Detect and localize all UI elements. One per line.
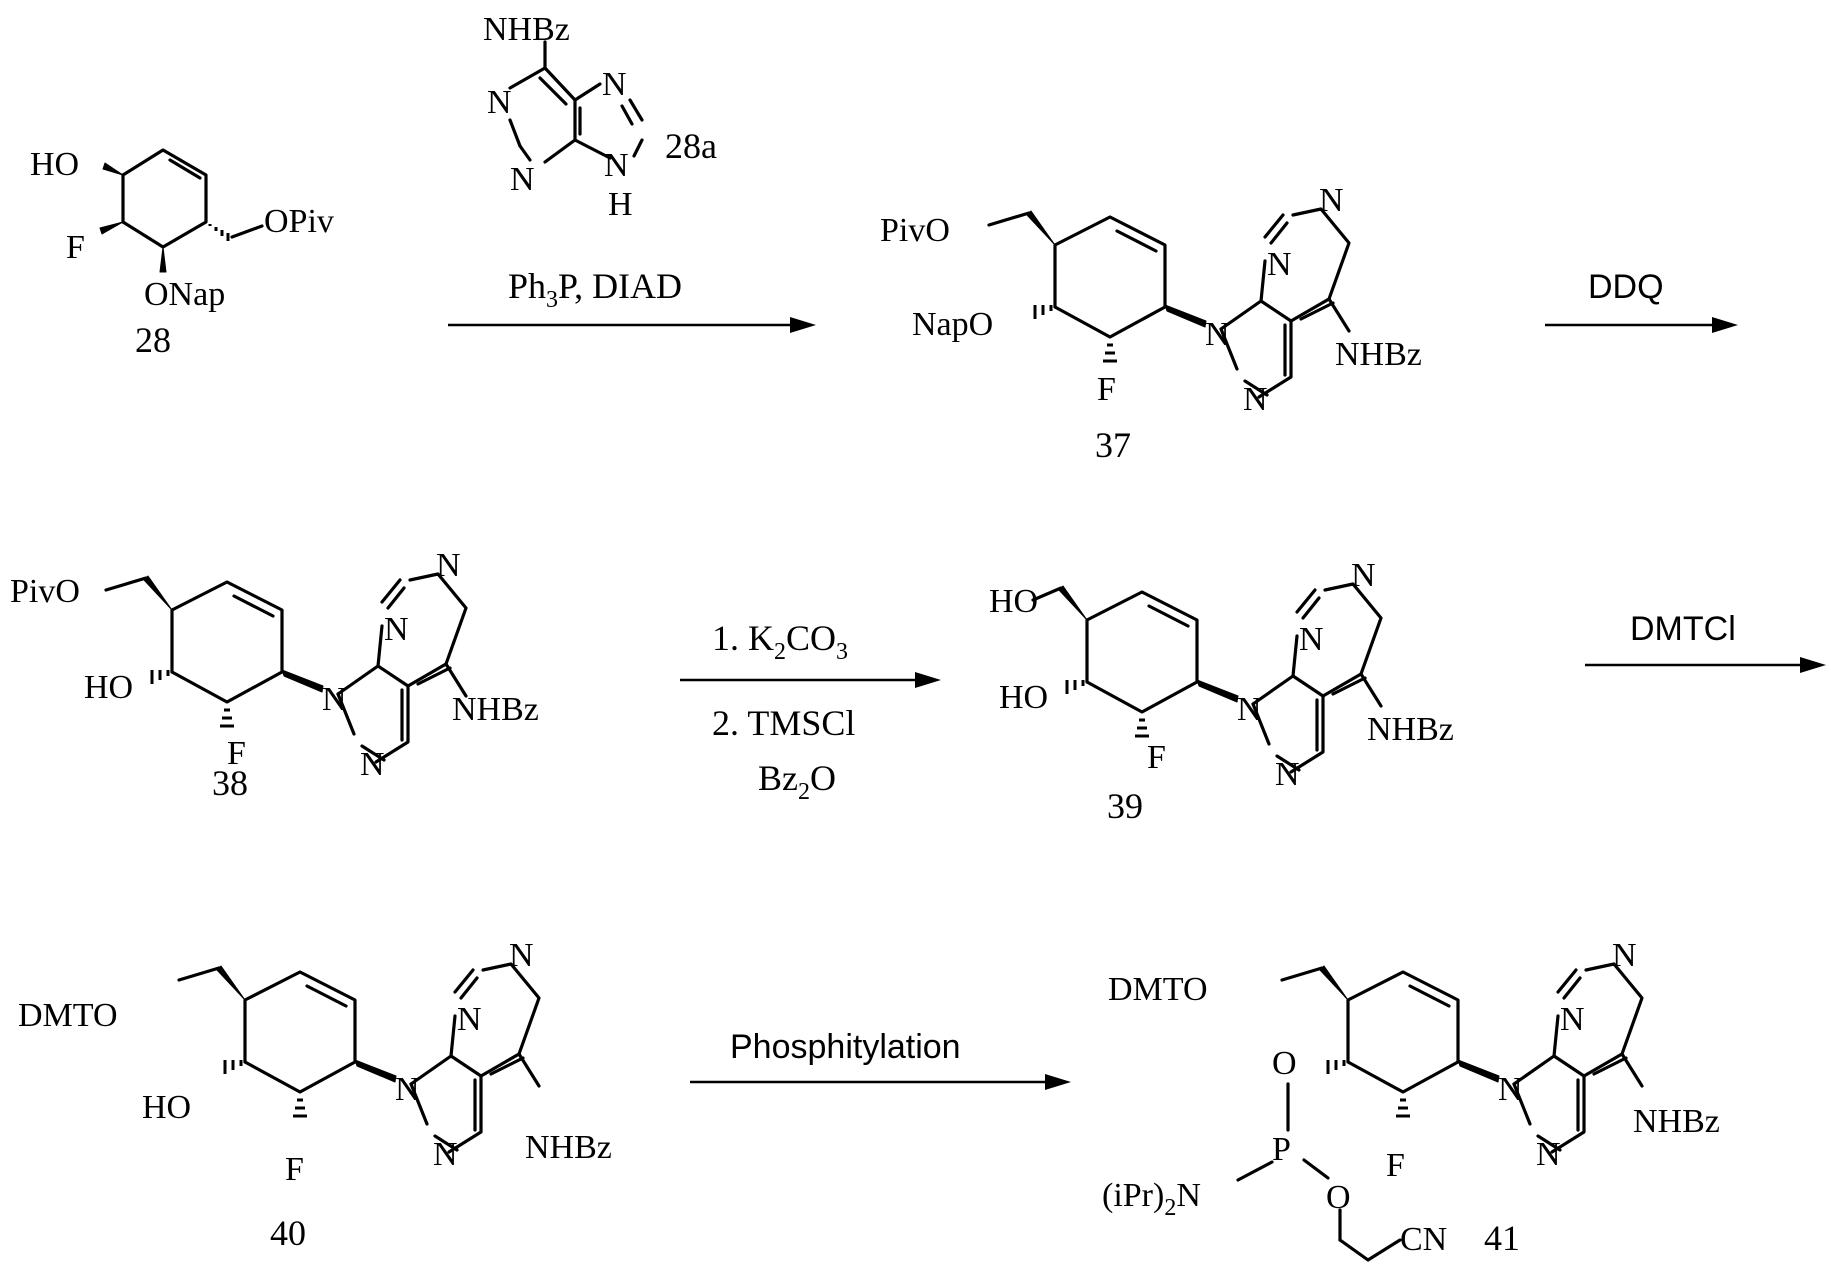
compound-28: HO F ONap OPiv 28 xyxy=(30,146,334,360)
compound-41: DMTO O P O (iPr)2N CN F N N N N NHBz 41 xyxy=(1102,937,1720,1260)
n1-label: N xyxy=(487,84,512,121)
o-label: O xyxy=(1326,1179,1351,1216)
n1-label: N xyxy=(1612,937,1637,974)
n9-label: N xyxy=(1498,1071,1523,1108)
n3-label: N xyxy=(457,1001,482,1038)
reaction-arrow-1: Ph3P, DIAD xyxy=(448,266,816,333)
f-label: F xyxy=(66,229,85,266)
napo-label: NapO xyxy=(912,306,993,343)
n7-label: N xyxy=(1243,381,1268,418)
nhbz-label: NHBz xyxy=(452,691,539,728)
diisopropylamino-label: (iPr)2N xyxy=(1102,1177,1201,1221)
compound-37: PivO NapO F N N N N NHBz 37 xyxy=(880,182,1422,465)
n1-label: N xyxy=(1319,182,1344,219)
nhbz-label: NHBz xyxy=(1633,1103,1720,1140)
compound-28a: NHBz N N N N H 28a xyxy=(483,11,717,223)
ho-hydroxymethyl-label: HO xyxy=(989,583,1038,620)
f-label: F xyxy=(1147,739,1166,776)
p-label: P xyxy=(1272,1131,1291,1168)
nhbz-label: NHBz xyxy=(1367,711,1454,748)
reaction-arrow-5: Phosphitylation xyxy=(690,1028,1071,1090)
dmto-label: DMTO xyxy=(1108,971,1208,1008)
f-label: F xyxy=(1097,371,1116,408)
pivo-label: PivO xyxy=(10,573,80,610)
o-label: O xyxy=(1272,1045,1297,1082)
reagent-k2co3: 1. K2CO3 xyxy=(712,618,848,665)
n1-label: N xyxy=(1351,557,1376,594)
opiv-label: OPiv xyxy=(264,203,334,240)
n3-label: N xyxy=(510,161,535,198)
n7-label: N xyxy=(602,66,627,103)
n7-label: N xyxy=(360,746,385,783)
n3-label: N xyxy=(1560,1001,1585,1038)
reagent-tmscl: 2. TMSCl xyxy=(712,703,855,743)
reaction-arrow-3: 1. K2CO3 2. TMSCl Bz2O xyxy=(680,618,941,805)
dmto-label: DMTO xyxy=(18,997,118,1034)
n1-label: N xyxy=(436,547,461,584)
ho-label: HO xyxy=(30,146,79,183)
reaction-arrow-4: DMTCl xyxy=(1585,610,1826,673)
reagent-ph3p-diad: Ph3P, DIAD xyxy=(508,266,682,313)
nhbz-label: NHBz xyxy=(483,11,570,48)
compound-label-28a: 28a xyxy=(665,126,717,166)
compound-label-39: 39 xyxy=(1107,786,1143,826)
ho-label: HO xyxy=(84,669,133,706)
compound-38: PivO HO F N N N N NHBz 38 xyxy=(10,547,539,803)
n9-label: N xyxy=(322,681,347,718)
compound-label-28: 28 xyxy=(135,320,171,360)
nhbz-label: NHBz xyxy=(1335,336,1422,373)
f-label: F xyxy=(1386,1147,1405,1184)
n9-label: N xyxy=(395,1071,420,1108)
ho-label: HO xyxy=(142,1089,191,1126)
compound-label-37: 37 xyxy=(1095,425,1131,465)
ho-label: HO xyxy=(999,679,1048,716)
compound-label-41: 41 xyxy=(1484,1218,1520,1258)
reaction-arrow-2: DDQ xyxy=(1545,268,1738,333)
n1-label: N xyxy=(509,937,534,974)
n3-label: N xyxy=(1299,621,1324,658)
reagent-dmtcl: DMTCl xyxy=(1630,610,1736,648)
n9-label: N xyxy=(1205,316,1230,353)
reagent-ddq: DDQ xyxy=(1588,268,1664,306)
n3-label: N xyxy=(1267,246,1292,283)
cn-label: CN xyxy=(1400,1221,1447,1258)
n7-label: N xyxy=(433,1136,458,1173)
n3-label: N xyxy=(384,611,409,648)
h-label: H xyxy=(608,186,633,223)
compound-40: DMTO HO F N N N N NHBz 40 xyxy=(18,937,612,1253)
f-label: F xyxy=(285,1151,304,1188)
pivo-label: PivO xyxy=(880,212,950,249)
reagent-bz2o: Bz2O xyxy=(758,758,836,805)
nhbz-label: NHBz xyxy=(525,1129,612,1166)
compound-label-40: 40 xyxy=(270,1213,306,1253)
n9-label: N xyxy=(604,147,629,184)
n9-label: N xyxy=(1237,691,1262,728)
n7-label: N xyxy=(1536,1136,1561,1173)
onap-label: ONap xyxy=(144,276,225,313)
reagent-phosphitylation: Phosphitylation xyxy=(730,1028,961,1066)
compound-39: HO HO F N N N N NHBz 39 xyxy=(989,557,1454,826)
n7-label: N xyxy=(1275,756,1300,793)
compound-label-38: 38 xyxy=(212,763,248,803)
